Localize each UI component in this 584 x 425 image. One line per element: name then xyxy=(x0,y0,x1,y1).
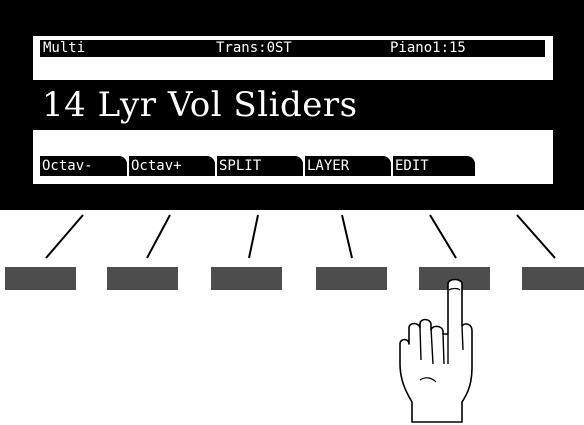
softkey-label-split: SPLIT xyxy=(217,156,303,176)
connector-line-2 xyxy=(146,214,171,259)
softkey-label-edit: EDIT xyxy=(393,156,475,176)
lcd-screen: Multi Trans:0ST Piano1:15 14 Lyr Vol Sli… xyxy=(33,36,553,184)
program-readout: Piano1:15 xyxy=(390,40,466,56)
softkey-label-layer: LAYER xyxy=(305,156,391,176)
mode-label: Multi xyxy=(43,40,86,56)
soft-button-1[interactable] xyxy=(5,267,76,290)
multi-name: 14 Lyr Vol Sliders xyxy=(42,85,358,125)
connector-line-4 xyxy=(341,214,353,259)
soft-button-2[interactable] xyxy=(107,267,178,290)
connector-line-3 xyxy=(248,214,259,259)
connector-line-1 xyxy=(45,214,84,259)
softkey-label-octav-down: Octav- xyxy=(40,156,127,176)
multi-name-bar: 14 Lyr Vol Sliders xyxy=(33,80,553,130)
softkey-label-octav-up: Octav+ xyxy=(129,156,215,176)
soft-button-6[interactable] xyxy=(522,267,584,290)
transpose-readout: Trans:0ST xyxy=(216,40,292,56)
connector-line-5 xyxy=(429,214,457,259)
status-bar: Multi Trans:0ST Piano1:15 xyxy=(40,40,545,57)
connector-line-6 xyxy=(516,214,556,259)
softkey-labels: Octav- Octav+ SPLIT LAYER EDIT xyxy=(40,156,560,176)
soft-button-3[interactable] xyxy=(211,267,282,290)
display-bezel: Multi Trans:0ST Piano1:15 14 Lyr Vol Sli… xyxy=(0,0,584,210)
soft-button-5[interactable] xyxy=(419,267,490,290)
hand-pointer-icon xyxy=(399,278,473,423)
soft-button-4[interactable] xyxy=(316,267,387,290)
